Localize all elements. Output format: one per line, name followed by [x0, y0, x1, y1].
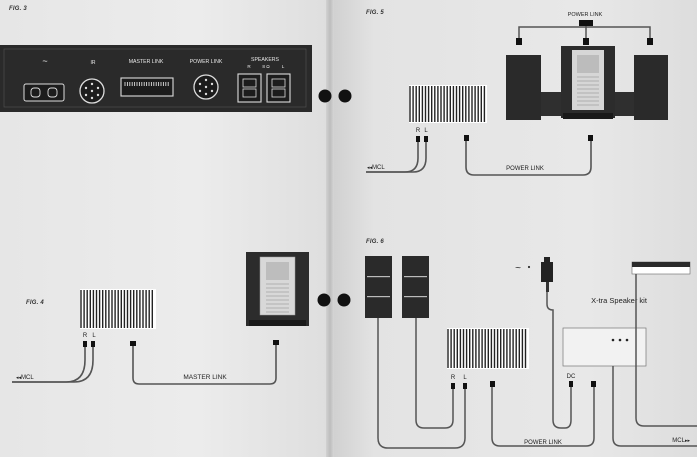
fig4-master-link-label: MASTER LINK [183, 374, 227, 381]
fig6-dc-label: DC [567, 374, 576, 380]
binder-hole [317, 293, 331, 307]
ir-label: IR [91, 60, 96, 66]
fig3-label: FIG. 3 [9, 6, 27, 12]
fig6-label: FIG. 6 [366, 239, 384, 245]
fig6-diagram: ~ X-tra Speaker kit R L DC [365, 256, 697, 449]
fig4-label: FIG. 4 [26, 300, 44, 306]
speakers-label: SPEAKERS [251, 57, 280, 63]
fig6-mcl-label: MCL▸▸ [672, 438, 690, 444]
fig4-r-label: R [83, 333, 88, 339]
speaker-r-label: R [247, 64, 251, 69]
speaker-r-terminal [237, 73, 262, 103]
speaker-l-terminal [266, 73, 291, 103]
fig5-power-link-cable [465, 141, 592, 176]
fig6-r-label: R [451, 375, 456, 381]
master-link-socket [120, 77, 174, 97]
fig5-power-link-label: POWER LINK [506, 166, 544, 172]
fig5-diagram: POWER LINK R L ◂◂ [366, 12, 668, 176]
fig5-left-speaker [506, 55, 541, 120]
fig4-diagram: R L ◂◂MCL MASTER LINK [12, 252, 309, 385]
fig5-mcl-label: ◂◂MCL [367, 165, 385, 171]
binder-hole [337, 293, 351, 307]
fig6-power-link-label: POWER LINK [524, 440, 562, 446]
fig6-l-label: L [463, 375, 467, 381]
fig5-label: FIG. 5 [366, 10, 384, 16]
speaker-l-label: L [282, 64, 285, 69]
fig6-left-speaker [365, 256, 392, 318]
power-link-label: POWER LINK [190, 59, 223, 65]
fig4-mcl-label: ◂◂MCL [16, 375, 34, 381]
fig6-right-speaker-cable [415, 318, 454, 429]
fig6-right-speaker [402, 256, 429, 318]
fig6-xtra-speaker-box [562, 327, 647, 367]
fig6-mcl-cable [612, 366, 697, 447]
speaker-ohm-label: 8 Ω [262, 64, 270, 69]
fig5-power-link-top-cable [518, 26, 651, 40]
page-fold [326, 0, 334, 457]
fig6-xtra-speaker-kit-label: X-tra Speaker kit [591, 296, 648, 305]
fig6-dc-cable [546, 292, 572, 429]
fig5-right-speaker [634, 55, 668, 120]
ac-socket [23, 83, 65, 102]
fig5-r-label: R [416, 128, 421, 134]
binder-hole [318, 89, 332, 103]
fig6-power-adapter [541, 262, 553, 282]
fig6-ac-symbol: ~ [515, 263, 521, 274]
fig6-power-link-cable [491, 387, 595, 447]
fig5-power-link-top-label: POWER LINK [568, 12, 603, 18]
rear-panel: ~ IR MASTER LINK POWER LINK SPEAKERS [0, 45, 312, 112]
fig5-l-label: L [424, 128, 428, 134]
fig4-l-label: L [92, 333, 96, 339]
binder-hole [338, 89, 352, 103]
fig6-left-speaker-cable [377, 318, 466, 449]
master-link-label: MASTER LINK [129, 59, 164, 65]
fig4-master-link-cable [132, 345, 277, 385]
fig6-xtra-cable [635, 274, 697, 427]
ac-symbol-label: ~ [42, 56, 47, 66]
binder-holes [317, 89, 352, 307]
